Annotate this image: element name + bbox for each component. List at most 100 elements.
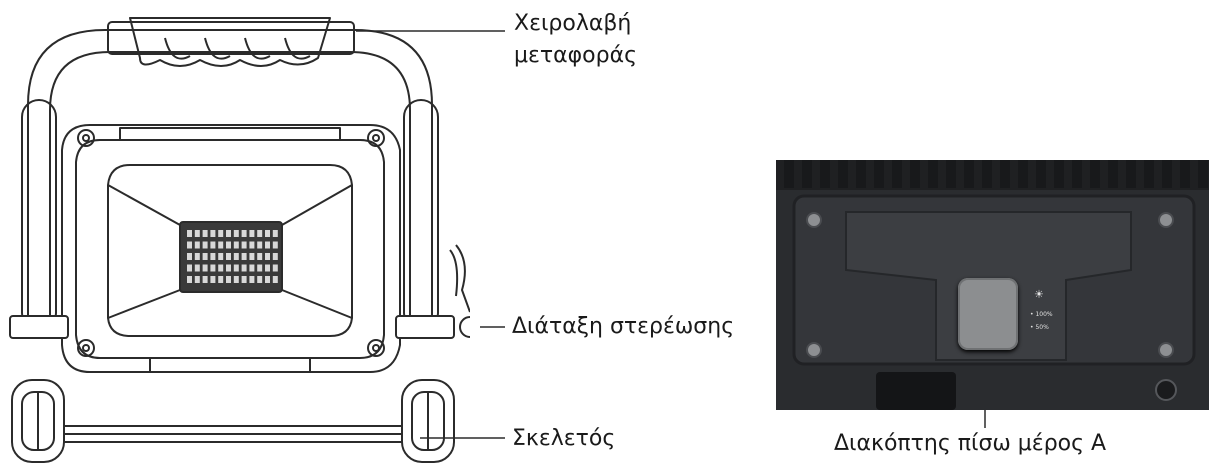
bottom-port <box>1155 379 1177 401</box>
led-dot <box>265 276 270 283</box>
cooling-fin <box>874 160 884 188</box>
label-mount: Διάταξη στερέωσης <box>512 314 735 339</box>
carrying-handle <box>107 17 355 67</box>
cooling-fin <box>910 160 920 188</box>
led-dot <box>272 241 278 249</box>
cooling-fin <box>838 160 848 188</box>
switch-panel-photo: ☀ • 100% • 50% <box>776 160 1209 410</box>
led-dot <box>257 253 263 260</box>
cooling-fin <box>1126 160 1136 188</box>
led-dot <box>233 253 239 260</box>
level-high-dot: • <box>1030 311 1036 318</box>
cooling-fin <box>928 160 938 188</box>
led-dot <box>202 276 208 283</box>
led-dot <box>210 241 216 249</box>
led-dot <box>241 253 247 260</box>
led-dot <box>257 276 263 283</box>
cooling-fin <box>1144 160 1154 188</box>
level-high-text: 100% <box>1035 311 1053 318</box>
panel-screws <box>806 212 1174 358</box>
led-dot <box>265 253 270 260</box>
led-dot <box>265 264 270 272</box>
led-dot <box>194 230 200 237</box>
led-dot <box>202 241 208 249</box>
floodlight-line-drawing <box>9 17 470 463</box>
led-dot <box>241 276 247 283</box>
led-dot <box>202 253 208 260</box>
led-dot <box>272 276 278 283</box>
led-dot <box>249 264 255 272</box>
brightness-icon: ☀ <box>1034 288 1044 301</box>
cooling-fin <box>982 160 992 188</box>
cooling-fin <box>1108 160 1118 188</box>
cooling-fin <box>1000 160 1010 188</box>
mount-clamp-right <box>395 244 470 339</box>
led-dot <box>218 253 224 260</box>
led-dot <box>226 230 231 237</box>
led-dot <box>265 230 270 237</box>
led-dot <box>210 264 216 272</box>
label-frame: Σκελετός <box>512 426 616 451</box>
cooling-fin <box>1054 160 1064 188</box>
cooling-fin <box>1018 160 1028 188</box>
led-dot <box>241 230 247 237</box>
cooling-fin <box>784 160 794 188</box>
label-switch: Διακόπτης πίσω μέρος A <box>834 431 1107 456</box>
led-dot <box>194 264 200 272</box>
led-dots <box>187 230 278 283</box>
cooling-fin <box>1162 160 1172 188</box>
led-dot <box>226 264 231 272</box>
led-dot <box>210 276 216 283</box>
rear-switch-button[interactable] <box>958 278 1018 350</box>
led-dot <box>187 264 192 272</box>
led-dot <box>202 230 208 237</box>
frame-arch <box>27 29 433 330</box>
led-dot <box>233 230 239 237</box>
level-low-indicator: • 50% <box>1030 324 1049 331</box>
led-dot <box>265 241 270 249</box>
lamp-housing <box>61 124 401 373</box>
led-dot <box>226 253 231 260</box>
cooling-fin <box>892 160 902 188</box>
led-dot <box>194 253 200 260</box>
led-dot <box>194 276 200 283</box>
led-dot <box>218 241 224 249</box>
led-dot <box>272 230 278 237</box>
bottom-knob <box>876 372 956 410</box>
led-dot <box>257 264 263 272</box>
cooling-fin <box>856 160 866 188</box>
cooling-fin <box>820 160 830 188</box>
cooling-fins <box>776 160 1209 190</box>
led-dot <box>218 276 224 283</box>
led-dot <box>226 241 231 249</box>
led-dot <box>272 264 278 272</box>
led-dot <box>249 241 255 249</box>
led-dot <box>249 253 255 260</box>
led-dot <box>202 264 208 272</box>
led-dot <box>249 276 255 283</box>
level-low-dot: • <box>1030 324 1036 331</box>
wheel-right <box>401 379 455 463</box>
cooling-fin <box>1036 160 1046 188</box>
led-dot <box>187 241 192 249</box>
wheel-left <box>11 379 65 463</box>
led-dot <box>194 241 200 249</box>
led-dot <box>249 230 255 237</box>
led-dot <box>272 253 278 260</box>
led-dot <box>233 241 239 249</box>
led-dot <box>218 264 224 272</box>
led-dot <box>233 264 239 272</box>
cooling-fin <box>1198 160 1208 188</box>
cooling-fin <box>802 160 812 188</box>
mount-clamp-left <box>9 315 69 339</box>
level-high-indicator: • 100% <box>1030 311 1053 318</box>
label-handle-line1: Χειρολαβή <box>514 11 632 36</box>
led-dot <box>187 276 192 283</box>
cooling-fin <box>1090 160 1100 188</box>
led-dot <box>241 264 247 272</box>
led-dot <box>210 230 216 237</box>
level-low-text: 50% <box>1035 324 1049 331</box>
label-handle-line2: μεταφοράς <box>514 43 637 68</box>
led-dot <box>187 230 192 237</box>
cooling-fin <box>964 160 974 188</box>
